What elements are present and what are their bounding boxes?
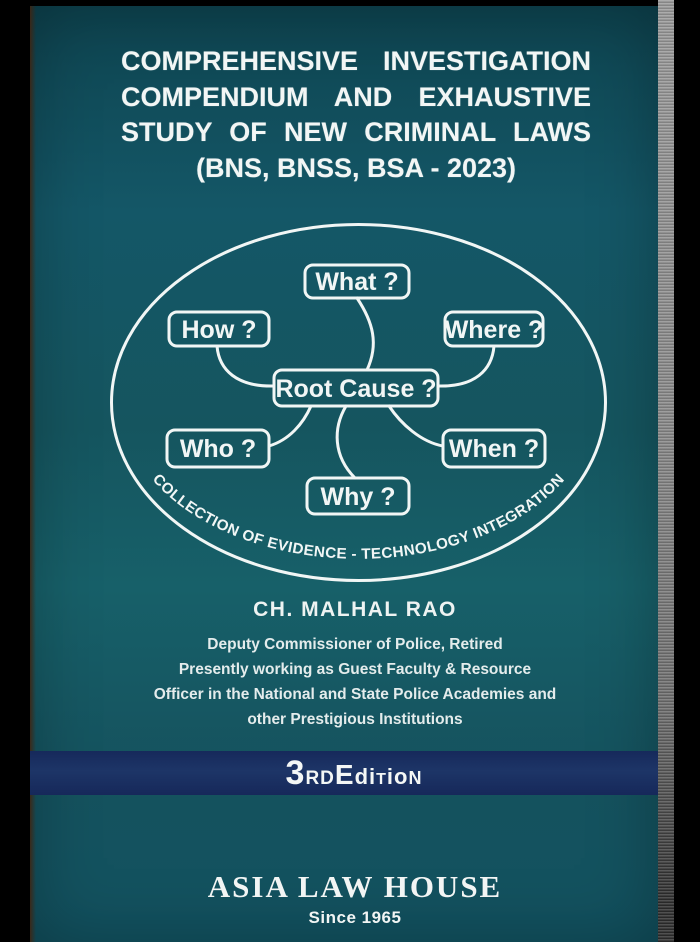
book-title: COMPREHENSIVE INVESTIGATION COMPENDIUM A… [121, 44, 591, 186]
node-label-why: Why ? [321, 483, 396, 511]
edition-part: di [354, 764, 377, 789]
edition-part: T [376, 771, 387, 788]
title-line: COMPENDIUM AND EXHAUSTIVE [121, 81, 591, 112]
book-page-edge [658, 0, 674, 942]
node-label-how: How ? [182, 316, 257, 344]
diagram-ellipse [110, 223, 607, 582]
node-box-where [443, 310, 545, 348]
publisher-block: ASIA LAW HOUSE Since 1965 [55, 869, 655, 928]
connector-where-root [436, 344, 496, 388]
node-label-when: When ? [449, 435, 539, 463]
book-front-cover: COMPREHENSIVE INVESTIGATION COMPENDIUM A… [30, 6, 658, 942]
edition-part: io [386, 764, 409, 789]
node-box-what [303, 263, 411, 300]
cover-left-crease [30, 6, 36, 942]
node-box-why [305, 476, 411, 516]
author-name: CH. MALHAL RAO [253, 598, 457, 621]
root-cause-diagram: What ? How ? Where ? Root Cause ? Who ? … [110, 223, 607, 582]
connector-root-when [387, 404, 445, 448]
publisher-since: Since 1965 [308, 908, 402, 927]
author-block: CH. MALHAL RAO Deputy Commissioner of Po… [55, 598, 655, 732]
node-label-who: Who ? [180, 435, 256, 463]
author-bio-line: Presently working as Guest Faculty & Res… [178, 661, 532, 678]
node-label-root: Root Cause ? [275, 375, 436, 403]
title-line: STUDY OF NEW CRIMINAL LAWS [121, 117, 591, 147]
author-bio-line: Officer in the National and State Police… [153, 686, 557, 703]
node-box-who [165, 428, 271, 469]
edition-part: 3 [285, 754, 306, 792]
node-box-when [441, 428, 547, 469]
connector-root-who [267, 404, 313, 448]
edition-part: E [334, 759, 355, 790]
edition-text: 3RD EdiTioN [286, 754, 423, 792]
connector-what-root [355, 296, 375, 372]
node-label-where: Where ? [445, 316, 544, 344]
edition-part: N [408, 768, 423, 788]
node-label-what: What ? [315, 268, 398, 296]
title-line: (BNS, BNSS, BSA - 2023) [195, 152, 517, 183]
publisher-name: ASIA LAW HOUSE [207, 869, 503, 904]
edition-part: RD [305, 768, 335, 789]
node-box-how [167, 310, 271, 348]
node-box-root-cause [272, 368, 440, 408]
connector-root-why [335, 404, 357, 480]
connector-how-root [215, 344, 276, 388]
edition-band: 3RD EdiTioN [30, 751, 658, 795]
author-bio-line: Deputy Commissioner of Police, Retired [207, 636, 503, 653]
author-bio-line: other Prestigious Institutions [247, 711, 463, 728]
title-line: COMPREHENSIVE INVESTIGATION [121, 46, 591, 76]
